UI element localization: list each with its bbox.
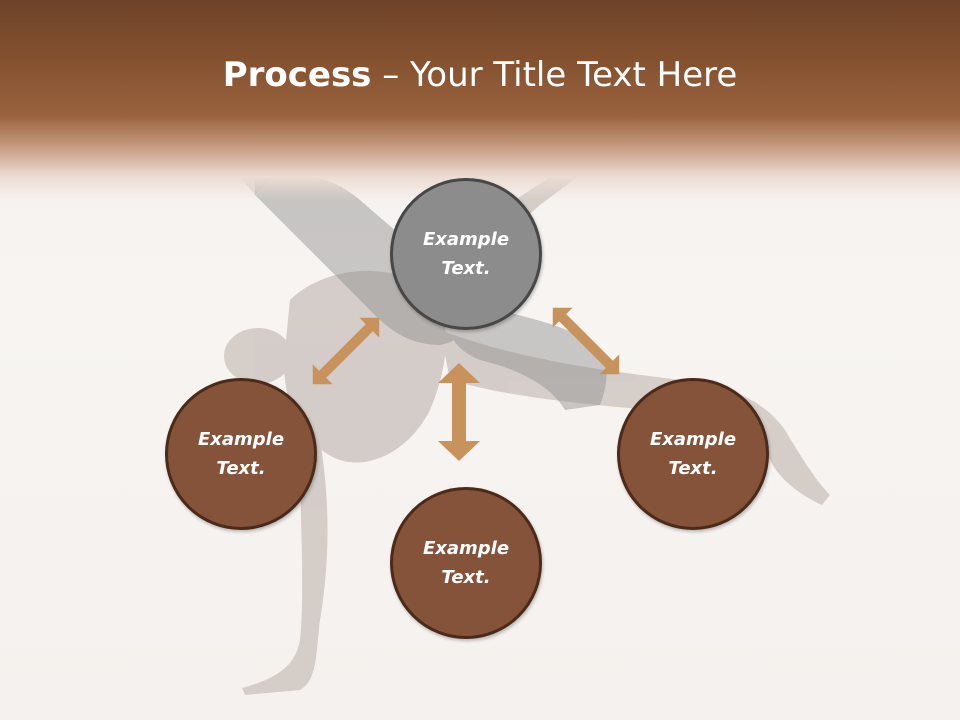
title-bold: Process [222, 55, 372, 95]
node-top-text: Example Text. [422, 229, 510, 279]
node-right[interactable]: Example Text. [617, 378, 769, 530]
title-rest: – Your Title Text Here [371, 55, 738, 95]
node-bottom[interactable]: Example Text. [390, 487, 542, 639]
node-left[interactable]: Example Text. [165, 378, 317, 530]
slide-title: Process – Your Title Text Here [0, 52, 960, 98]
header-band [0, 0, 960, 200]
node-bottom-text: Example Text. [422, 538, 510, 588]
node-top[interactable]: Example Text. [390, 178, 542, 330]
node-right-text: Example Text. [649, 429, 737, 479]
node-left-text: Example Text. [197, 429, 285, 479]
